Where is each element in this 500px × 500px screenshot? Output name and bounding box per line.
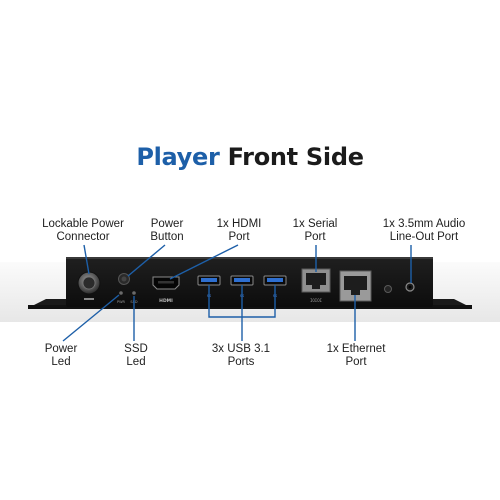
label-power-led: Power Led	[44, 343, 78, 368]
label-power-button: Power Button	[150, 218, 184, 243]
serial-mark: IOIOI	[310, 298, 323, 303]
usb-blue-tongue	[234, 278, 250, 282]
label-audio-port: 1x 3.5mm Audio Line-Out Port	[382, 218, 466, 243]
label-serial-port: 1x Serial Port	[292, 218, 338, 243]
label-ssd-led: SSD Led	[124, 343, 148, 368]
callout-lines	[62, 244, 412, 342]
ethernet-port-jack	[344, 276, 367, 295]
hdmi-pins	[158, 281, 174, 284]
usb-blue-tongue	[267, 278, 283, 282]
pointer-power-button	[127, 244, 166, 277]
power-button-cap	[121, 276, 127, 282]
page-title: Player Front Side	[0, 143, 500, 171]
label-lockable-power-connector: Lockable Power Connector	[42, 218, 124, 243]
pointer-hdmi	[169, 244, 239, 280]
device-top-edge	[66, 257, 433, 259]
power-connector-inner	[82, 276, 96, 290]
hdmi-logo-mark: HDMI	[159, 298, 173, 304]
label-usb-ports: 3x USB 3.1 Ports	[211, 343, 271, 368]
label-ethernet-port: 1x Ethernet Port	[326, 343, 386, 368]
aux-round-port-icon	[384, 285, 392, 293]
power-led-icon	[119, 291, 123, 295]
title-word-front-side: Front Side	[227, 143, 364, 171]
pointer-lockable-power	[83, 244, 90, 275]
pointer-power-led	[62, 294, 120, 342]
power-connector-mark	[84, 298, 94, 300]
label-hdmi-port: 1x HDMI Port	[216, 218, 262, 243]
audio-jack-hole	[408, 285, 412, 289]
ssd-led-icon	[132, 291, 136, 295]
usb-blue-tongue	[201, 278, 217, 282]
power-led-mark: PWR	[117, 300, 126, 304]
serial-port-jack	[306, 273, 326, 289]
title-word-player: Player	[136, 143, 220, 171]
